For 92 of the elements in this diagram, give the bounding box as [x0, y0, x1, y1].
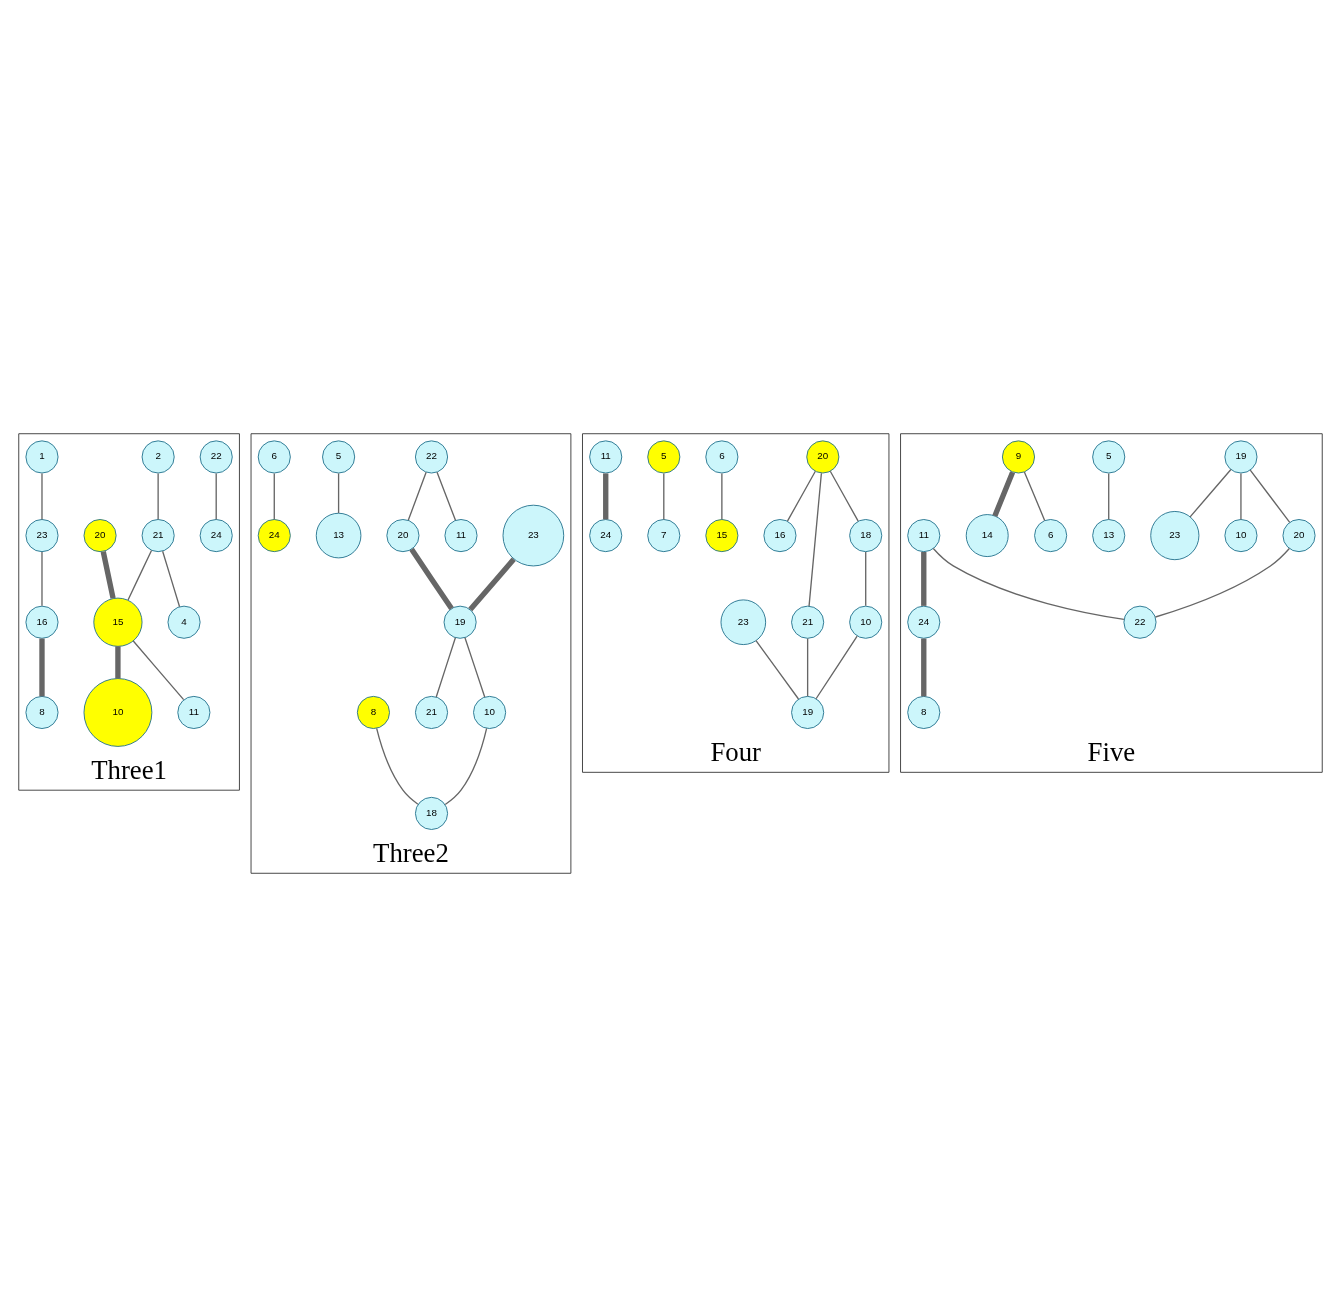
node-circle: 20: [83, 519, 117, 553]
connector: [157, 472, 159, 521]
connector: [1249, 469, 1291, 524]
node-circle: 8: [25, 695, 59, 729]
node-circle: 23: [502, 504, 565, 567]
node-circle: 15: [93, 597, 143, 647]
node-circle: 2: [141, 440, 175, 474]
node-circle: 10: [83, 678, 153, 747]
connector: [815, 635, 858, 700]
node-circle: 24: [907, 605, 941, 639]
node-circle: 23: [1150, 511, 1200, 561]
node-circle: 16: [25, 605, 59, 639]
node-circle: 21: [415, 695, 449, 729]
connector: [806, 637, 809, 697]
connector: [808, 472, 823, 607]
node-circle: 22: [415, 440, 449, 474]
node-circle: 23: [720, 599, 767, 645]
connector: [39, 638, 45, 697]
node-circle: 13: [315, 512, 362, 559]
node-circle: 11: [907, 519, 941, 553]
node-circle: 16: [763, 519, 797, 553]
connector: [436, 471, 457, 521]
connector: [115, 646, 121, 679]
connector: [409, 547, 454, 611]
node-circle: 6: [257, 440, 291, 474]
connector: [376, 727, 419, 805]
connector: [464, 637, 486, 698]
node-circle: 10: [1224, 519, 1258, 553]
node-circle: 22: [199, 440, 233, 474]
connector: [786, 470, 817, 522]
node-circle: 13: [1092, 519, 1126, 553]
connector: [829, 470, 859, 522]
connector: [921, 638, 927, 697]
connector: [1240, 472, 1242, 521]
node-circle: 5: [647, 440, 681, 474]
connector: [444, 727, 488, 806]
node-circle: 6: [705, 440, 739, 474]
connector: [41, 472, 43, 521]
node-circle: 4: [167, 605, 201, 639]
node-circle: 5: [1092, 440, 1126, 474]
node-circle: 14: [965, 514, 1009, 557]
connector: [215, 472, 217, 521]
node-circle: 7: [647, 519, 681, 553]
connector: [127, 549, 153, 601]
node-circle: 11: [444, 519, 478, 553]
node-circle: 18: [415, 796, 449, 830]
node-circle: 11: [177, 695, 211, 729]
connector: [337, 472, 340, 514]
connector: [407, 471, 427, 521]
connector: [273, 472, 275, 521]
node-circle: 21: [791, 605, 825, 639]
node-circle: 24: [589, 519, 623, 553]
node-circle: 19: [1224, 440, 1258, 474]
node-circle: 6: [1034, 519, 1068, 553]
connector: [755, 639, 800, 700]
node-circle: 10: [473, 695, 507, 729]
connector: [468, 557, 516, 612]
connector: [921, 552, 927, 606]
node-circle: 20: [386, 519, 420, 553]
connector: [1154, 547, 1291, 618]
connector: [1023, 471, 1046, 522]
connector: [603, 473, 609, 520]
node-circle: 20: [1282, 519, 1316, 553]
node-circle: 23: [25, 519, 59, 553]
node-circle: 1: [25, 440, 59, 474]
connector: [100, 551, 116, 599]
connector: [41, 551, 43, 607]
node-circle: 8: [907, 695, 941, 729]
node-circle: 19: [443, 605, 477, 639]
node-circle: 24: [199, 519, 233, 553]
connector: [865, 551, 867, 607]
node-circle: 19: [791, 695, 825, 729]
connector: [932, 547, 1125, 620]
connector: [663, 472, 665, 521]
connector: [992, 471, 1016, 517]
connector: [132, 640, 185, 701]
node-circle: 9: [1001, 440, 1035, 474]
connector: [1108, 472, 1110, 521]
node-circle: 5: [322, 440, 356, 474]
node-circle: 21: [141, 519, 175, 553]
connector: [721, 472, 723, 521]
connector: [1189, 468, 1232, 518]
node-circle: 8: [356, 695, 390, 729]
connector: [435, 637, 457, 698]
connector: [161, 550, 181, 608]
node-circle: 20: [806, 440, 840, 474]
node-circle: 10: [849, 605, 883, 639]
node-circle: 18: [849, 519, 883, 553]
node-circle: 11: [589, 440, 623, 474]
node-circle: 22: [1123, 605, 1157, 639]
node-circle: 15: [705, 519, 739, 553]
node-circle: 24: [257, 519, 291, 553]
